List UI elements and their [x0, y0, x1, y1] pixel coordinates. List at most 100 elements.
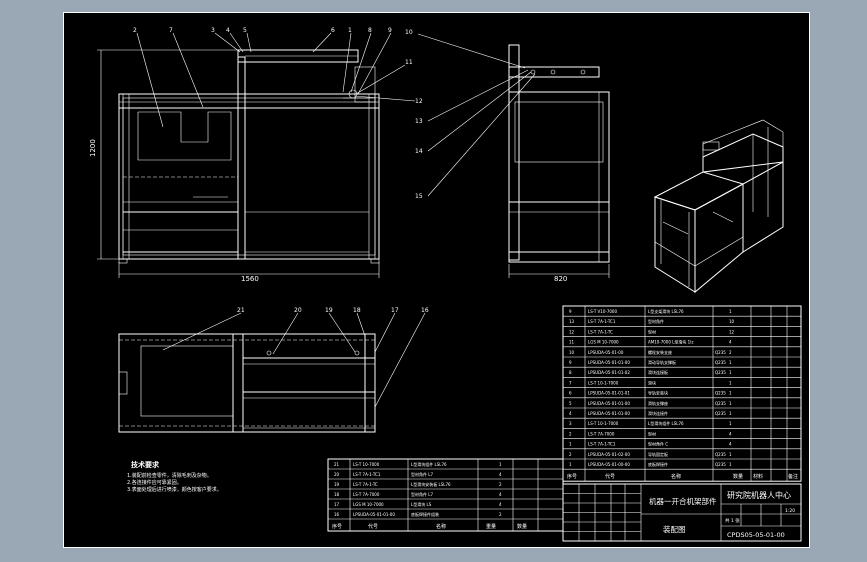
bom-right-name: 型材 — [648, 328, 656, 334]
bom-right-name: 型材 — [648, 430, 656, 436]
bom-left-no: 21 — [334, 462, 340, 467]
bom-right-no: 5 — [569, 401, 572, 406]
bom-left-code: LS-T 10-7000 — [353, 462, 380, 467]
bom-right-qty: 1 — [729, 360, 732, 365]
bom-right-name: L型滑块组件 LSL76 — [648, 420, 684, 426]
bom-left-name: L型滑块组件 LSL76 — [411, 461, 447, 467]
bom-right-no: 2 — [569, 452, 572, 457]
bom-right-name: 导轨固定板 — [648, 451, 668, 457]
bom-left-header-name: 名称 — [436, 523, 446, 530]
bom-right-code: LPSUDA-05-01-01-01 — [588, 391, 630, 396]
bom-right-name: 滑动导轨支撑板 — [648, 359, 676, 365]
bom-right-no: 12 — [569, 329, 575, 334]
balloon-21: 21 — [237, 307, 245, 314]
bom-right-no: 2 — [569, 431, 572, 436]
bom-right-code: LPSUDA-05-01-01-02 — [588, 370, 630, 375]
bom-right-code: LS-T 7A-1-TC — [588, 329, 613, 334]
bom-right-header-qty: 数量 — [733, 473, 743, 480]
bom-right-code: LPSUDA-05-01-01-00 — [588, 411, 630, 416]
balloon-13: 13 — [415, 118, 423, 125]
notes-title: 技术要求 — [131, 460, 160, 469]
bom-right-no: 9 — [569, 360, 572, 365]
bom-right-header-code: 代号 — [605, 473, 615, 480]
bom-left-code: LPSUDA-05-01-01-00 — [353, 512, 395, 517]
balloon-11: 11 — [405, 59, 413, 66]
bom-right-qty: 4 — [729, 431, 732, 436]
bom-right-code: LS-T 7A-1-TC1 — [588, 442, 616, 447]
isometric-view — [653, 119, 784, 294]
bom-right-name: 滑块连接件 — [648, 410, 668, 416]
top-balloons: 21 20 19 18 17 16 — [162, 307, 429, 408]
balloon-4: 4 — [226, 27, 230, 34]
bom-right-mat: Q235 — [715, 411, 726, 416]
bom-right-qty: 1 — [729, 391, 732, 396]
bom-right-qty: 1 — [729, 309, 732, 314]
bom-left-no: 19 — [334, 482, 340, 487]
drawing-type: 装配图 — [663, 524, 686, 534]
bom-right-code: LPSUDA-05-01-00-00 — [588, 462, 630, 467]
balloon-5: 5 — [243, 27, 247, 34]
bom-right-code: LS-T 7A-1-TC1 — [588, 319, 616, 324]
bom-right-code: LS-T 10-1-7000 — [588, 421, 619, 426]
bom-right-name: AM10-7000 L型滑块 1lz — [648, 339, 693, 345]
top-view — [118, 333, 376, 433]
bom-left-no: 16 — [334, 512, 340, 517]
bom-right-name: 底板焊接件 — [648, 461, 668, 467]
drawing-sheet: 1200 1560 2 7 3 4 5 6 1 8 9 10 11 12 13 … — [63, 12, 810, 548]
bom-left-no: 20 — [334, 472, 340, 477]
bom-right-qty: 1 — [729, 401, 732, 406]
assembly-name: 机器一开合机架部件 — [649, 496, 717, 506]
bom-right-no: 10 — [569, 350, 575, 355]
bom-right-qty: 1 — [729, 421, 732, 426]
bom-right-name: 滑轨支撑座 — [648, 400, 668, 406]
technical-notes: 技术要求 1.装配前检查零件，清除毛刺及杂物。 2.各连接件应可靠紧固。 3.表… — [127, 460, 222, 493]
balloon-8: 8 — [368, 27, 372, 34]
bom-left-no: 17 — [334, 502, 340, 507]
bom-right-code: LS-T 10-1-7000 — [588, 380, 619, 385]
balloon-19: 19 — [325, 307, 333, 314]
side-view: 820 — [508, 44, 610, 283]
bom-right-name: 滑块 — [648, 379, 656, 385]
organization: 研究院机器人中心 — [727, 490, 791, 500]
bom-right-no: 9 — [569, 309, 572, 314]
balloon-12: 12 — [415, 98, 423, 105]
bom-right-code: LPSUDA-05-01-01-00 — [588, 401, 630, 406]
bom-right-qty: 4 — [729, 442, 732, 447]
balloon-2: 2 — [133, 27, 137, 34]
bom-right-qty: 1 — [729, 462, 732, 467]
bom-left-header-no: 序号 — [332, 523, 342, 530]
balloon-3: 3 — [211, 27, 215, 34]
note-line-1: 1.装配前检查零件，清除毛刺及杂物。 — [127, 472, 212, 479]
bom-right-code: LS-T 7A-7000 — [588, 431, 615, 436]
bom-left-name: 型材角件 L7 — [411, 491, 433, 497]
bom-left-code: LGS M 10-7000 — [353, 502, 384, 507]
bom-left-code: LS-T 7A-7000 — [353, 492, 380, 497]
bom-right-no: 6 — [569, 391, 572, 396]
bom-right-no: 4 — [569, 411, 572, 416]
bom-right-mat: Q235 — [715, 350, 726, 355]
sheet-border — [63, 12, 810, 548]
bom-right-no: 8 — [569, 370, 572, 375]
bom-right-no: 11 — [569, 340, 575, 345]
bom-right-header-no: 序号 — [567, 473, 577, 480]
bom-left-qty: 2 — [499, 512, 502, 517]
bom-right-no: 7 — [569, 380, 572, 385]
bom-right-qty: 2 — [729, 350, 732, 355]
front-balloons: 2 7 3 4 5 6 1 8 9 10 11 12 13 14 15 — [133, 27, 536, 200]
balloon-18: 18 — [353, 307, 361, 314]
balloon-17: 17 — [391, 307, 399, 314]
bom-right-qty: 1 — [729, 411, 732, 416]
bom-right-header-note: 备注 — [788, 473, 798, 480]
sheet-count: 共 1 张 — [725, 517, 740, 524]
bom-right-mat: Q235 — [715, 360, 726, 365]
bom-right-name: 型材角件 C — [648, 441, 668, 447]
bom-right-qty: 10 — [729, 319, 735, 324]
bom-left-qty: 2 — [499, 482, 502, 487]
bom-left-qty: 4 — [499, 492, 502, 497]
bom-right-mat: Q235 — [715, 452, 726, 457]
bom-left-code: LS-T 7A-1-TC — [353, 482, 378, 487]
bom-right-code: LGS M 10-7000 — [588, 340, 619, 345]
bom-right-code: LPSUDA-05-01-02-00 — [588, 452, 630, 457]
